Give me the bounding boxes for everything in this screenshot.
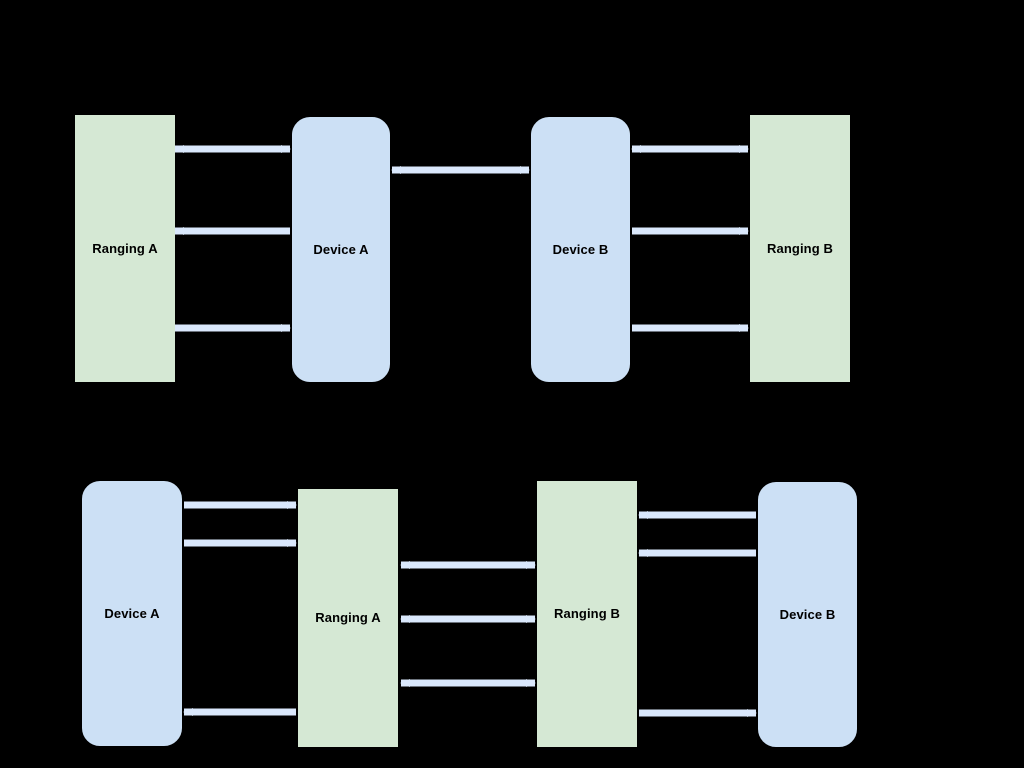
node-label: Ranging B	[554, 606, 620, 622]
device-a-box[interactable]: Device A	[292, 117, 390, 382]
node-label: Ranging A	[92, 240, 158, 256]
device-b-box[interactable]: Device B	[758, 482, 857, 747]
device-a-box[interactable]: Device A	[82, 481, 182, 746]
node-label: Device A	[313, 241, 369, 257]
node-label: Ranging A	[315, 610, 381, 626]
node-label: Device B	[779, 606, 836, 622]
node-label: Device A	[104, 605, 160, 621]
ranging-a-box[interactable]: Ranging A	[75, 115, 175, 382]
ranging-a-box[interactable]: Ranging A	[298, 489, 398, 747]
node-label: Device B	[552, 241, 609, 257]
ranging-b-box[interactable]: Ranging B	[750, 115, 850, 382]
ranging-b-box[interactable]: Ranging B	[537, 481, 637, 747]
device-b-box[interactable]: Device B	[531, 117, 630, 382]
node-label: Ranging B	[767, 240, 833, 256]
